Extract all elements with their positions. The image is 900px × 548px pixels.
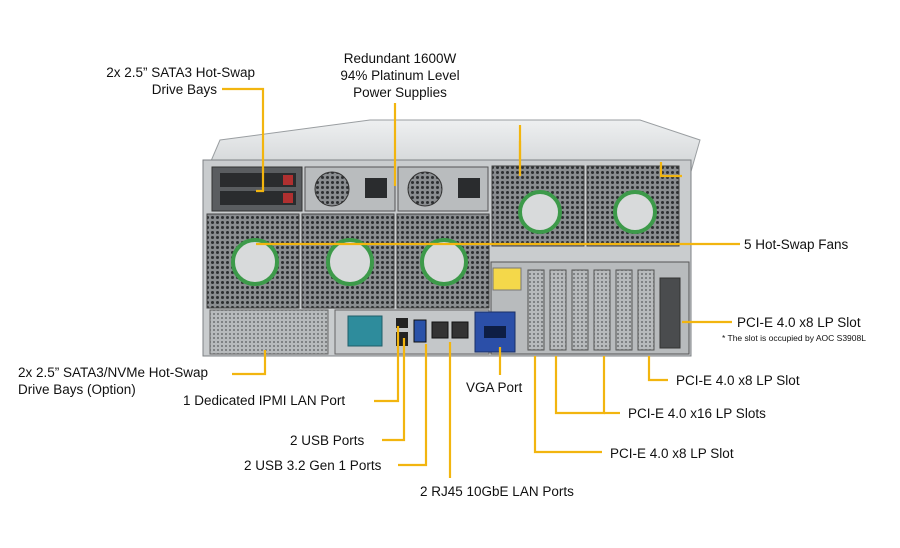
pcie-x8-a-label: PCI-E 4.0 x8 LP Slot <box>676 373 800 388</box>
callout-lines <box>222 87 740 478</box>
pcie-top-note: * The slot is occupied by AOC S3908L <box>722 333 866 343</box>
top-drive-bays-line1: 2x 2.5” SATA3 Hot-Swap <box>106 65 255 80</box>
nvme-bays-line1: 2x 2.5” SATA3/NVMe Hot-Swap <box>18 365 209 380</box>
ipmi-label: 1 Dedicated IPMI LAN Port <box>183 393 346 408</box>
usb3-label: 2 USB 3.2 Gen 1 Ports <box>244 458 382 473</box>
upper-fans <box>491 165 680 247</box>
pcie-x8-b-label: PCI-E 4.0 x8 LP Slot <box>610 446 734 461</box>
top-drive-bays <box>211 166 303 212</box>
psu-line3: Power Supplies <box>353 85 447 100</box>
lower-fans <box>206 213 490 309</box>
rear-io <box>209 309 516 355</box>
pcie-area <box>490 261 690 355</box>
psu-label: Redundant 1600W 94% Platinum Level Power… <box>320 50 480 101</box>
nvme-bays-line2: Drive Bays (Option) <box>18 382 136 397</box>
top-drive-bays-line2: Drive Bays <box>151 82 217 97</box>
rj45-label: 2 RJ45 10GbE LAN Ports <box>420 484 574 499</box>
pcie-top-label: PCI-E 4.0 x8 LP Slot <box>737 315 861 330</box>
psu-line2: 94% Platinum Level <box>340 68 460 83</box>
power-supplies <box>304 166 489 212</box>
nvme-bays-label: 2x 2.5” SATA3/NVMe Hot-Swap Drive Bays (… <box>18 364 208 398</box>
vga-label: VGA Port <box>466 380 523 395</box>
top-drive-bays-label: 2x 2.5” SATA3 Hot-Swap Drive Bays <box>60 64 255 98</box>
psu-line1: Redundant 1600W <box>343 51 457 66</box>
usb2-label: 2 USB Ports <box>290 433 365 448</box>
pcie-x16-label: PCI-E 4.0 x16 LP Slots <box>628 406 766 421</box>
fans-label: 5 Hot-Swap Fans <box>744 237 849 252</box>
